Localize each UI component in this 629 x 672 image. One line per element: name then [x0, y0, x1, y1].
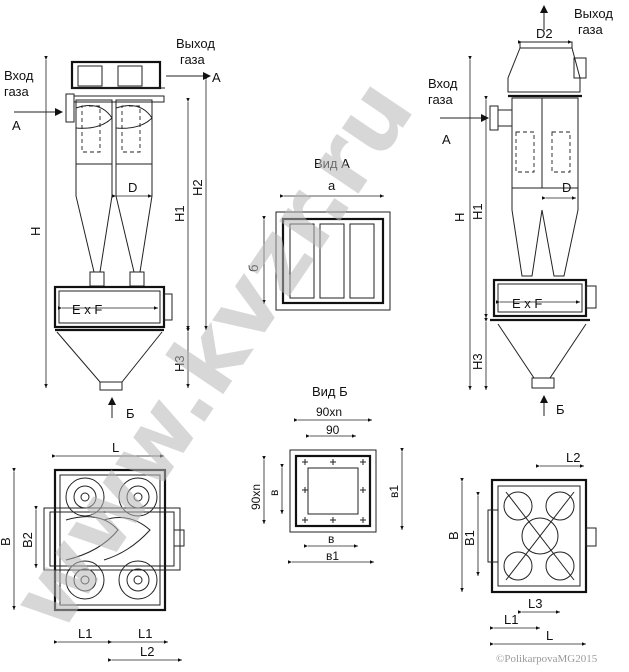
copyright-text: ©PolikarpovaMG2015: [496, 653, 598, 665]
view-b-dim-90: 90: [326, 423, 340, 437]
plan-right-dim-l1: L1: [504, 612, 518, 627]
dim-h1-right: Н1: [470, 203, 485, 220]
outlet-a-label-left: А: [212, 70, 221, 85]
plan-left-dim-l2: L2: [140, 644, 154, 659]
plan-right-dim-b1: В1: [462, 530, 477, 546]
plan-view-right: [460, 464, 597, 646]
dim-exf-left: E x F: [72, 302, 102, 317]
inlet-label-left: Вход: [4, 68, 34, 83]
arrow-a-label-right: А: [442, 132, 451, 147]
dim-h2-left: Н2: [190, 179, 205, 196]
dim-d-left: D: [128, 180, 137, 195]
view-a-title: Вид А: [314, 156, 350, 171]
inlet-gas-label-left: газа: [4, 84, 30, 99]
arrow-a-label-left: А: [12, 118, 21, 133]
inlet-gas-label-right: газа: [428, 92, 454, 107]
dim-h-right: Н: [452, 213, 467, 222]
outlet-label-left: Выход: [176, 36, 215, 51]
dim-d2-right: D2: [536, 26, 553, 41]
dim-h1-left: Н1: [172, 205, 187, 222]
outlet-gas-label-left: газа: [180, 52, 206, 67]
arrow-b-label-left: Б: [126, 406, 135, 421]
front-view-twin-cyclone: [14, 55, 211, 418]
plan-right-dim-l2: L2: [566, 450, 580, 465]
plan-left-dim-l1-b: L1: [138, 626, 152, 641]
dim-h-left: Н: [28, 227, 43, 236]
view-b-drawing: [262, 418, 404, 564]
plan-left-dim-b2: В2: [20, 532, 35, 548]
dim-h3-right: Н3: [470, 353, 485, 370]
watermark-text: www.kvzr.ru: [0, 61, 434, 649]
outlet-label-right: Выход: [574, 6, 613, 21]
outlet-gas-label-right: газа: [578, 22, 604, 37]
dim-h3-left: Н3: [172, 355, 187, 372]
plan-right-dim-l: L: [546, 628, 553, 643]
plan-right-dim-b: В: [446, 531, 461, 540]
view-a-drawing: [262, 194, 391, 311]
view-a-dim-b: б: [246, 265, 261, 272]
plan-left-dim-l1-a: L1: [78, 626, 92, 641]
view-b-dim-v1-vertical: в1: [387, 485, 401, 498]
view-b-dim-v1: в1: [326, 549, 339, 563]
inlet-label-right: Вход: [428, 76, 458, 91]
view-b-dim-90xn: 90хn: [316, 405, 342, 419]
view-b-title: Вид Б: [312, 384, 348, 399]
plan-right-dim-l3: L3: [528, 596, 542, 611]
plan-view-left: [12, 454, 185, 662]
view-b-dim-v-vertical: в: [267, 490, 281, 496]
dim-exf-right: E x F: [512, 296, 542, 311]
front-view-right-cyclone: [440, 5, 597, 416]
arrow-b-label-right: Б: [556, 402, 565, 417]
plan-left-dim-b: В: [0, 537, 13, 546]
plan-left-dim-l: L: [112, 440, 119, 455]
view-a-dim-a: а: [328, 178, 336, 193]
view-b-dim-v: в: [328, 532, 334, 546]
view-b-dim-90xn-vertical: 90хn: [249, 484, 263, 510]
dim-d-right: D: [562, 180, 571, 195]
